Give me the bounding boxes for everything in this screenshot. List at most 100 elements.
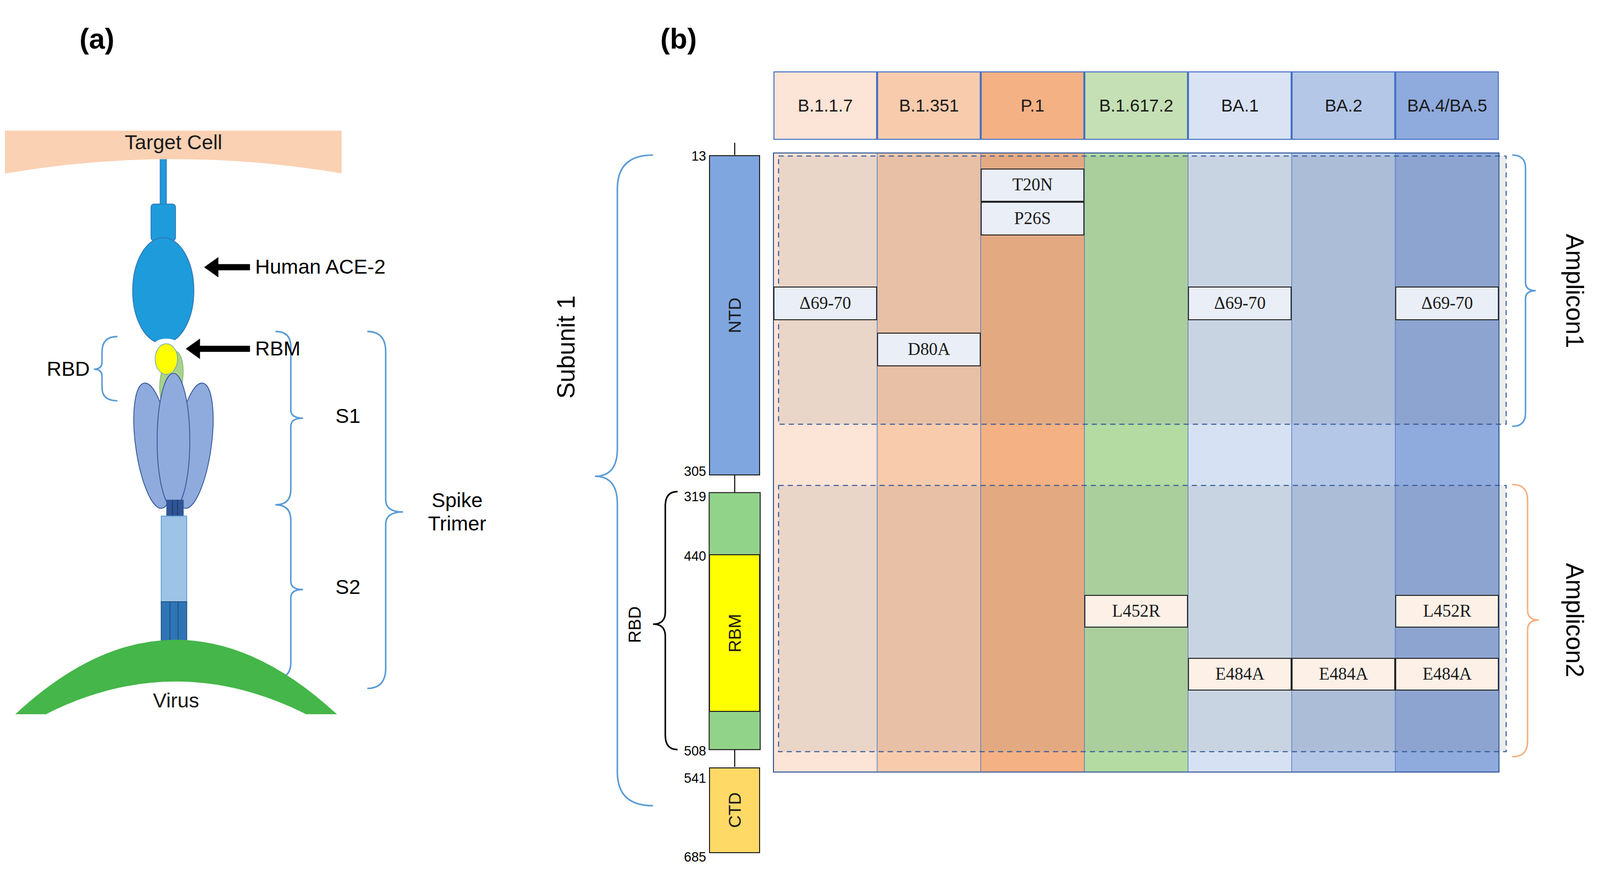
part-label: RBD [46,357,90,381]
variant-header: B.1.617.2 [1084,71,1188,140]
region-label-holder: RBD [624,606,645,644]
part-label: S2 [335,576,361,600]
part-label-holder: S1 [335,404,361,428]
panel-letter: (b) [660,22,698,56]
node-text: CTD [724,792,745,829]
mutation-box: D80A [877,332,981,367]
panel-letter: (a) [79,22,115,56]
node-text: B.1.1.7 [797,95,853,116]
residue-number: 508 [684,743,707,759]
node-text: BA.4/BA.5 [1407,95,1487,116]
bracket [1512,155,1536,427]
variant-header: B.1.351 [877,71,981,140]
part-label: S1 [335,404,361,428]
target-cell-membrane-shape [4,130,342,174]
ace2-receptor [132,153,194,345]
target-cell-membrane: Target Cell [4,122,342,179]
amplicon-label-holder: Amplicon1 [1560,233,1589,349]
bracket [1512,484,1540,757]
variant-header: BA.1 [1187,71,1292,140]
virus-envelope-shape [15,639,337,714]
amplicon-label: Amplicon2 [1560,563,1589,678]
amplicon-label: Amplicon1 [1560,233,1589,349]
residue-number-holder: 508 [684,743,707,759]
part-label-holder: Spike Trimer [410,488,504,536]
part-label: Human ACE-2 [255,255,386,280]
mutation-box: T20N [980,168,1085,203]
part-label-holder: RBD [46,357,90,381]
node-text: L452R [1422,601,1472,622]
bracket [652,491,678,750]
part-label-holder: S2 [335,576,361,600]
node-text: P.1 [1020,95,1045,116]
amplicon-label-holder: Amplicon2 [1560,563,1589,678]
residue-number-holder: 13 [691,148,707,165]
variant-header: BA.2 [1291,71,1396,140]
pointer-arrow [185,338,251,359]
mutation-box: E484A [1187,657,1292,691]
node-text: D80A [907,339,950,360]
node-text: T20N [1012,175,1054,195]
node-text: Δ69-70 [1214,293,1266,314]
domain-box: CTD [709,767,761,854]
residue-number-holder: 440 [684,548,707,564]
node-text: L452R [1112,601,1161,622]
node-text: RBM [724,613,745,653]
amplicon-region [778,156,1506,752]
node-text: BA.1 [1221,95,1259,116]
residue-number-holder: 541 [684,770,707,787]
residue-number-holder: 685 [684,849,707,865]
variant-header: B.1.1.7 [773,71,878,140]
mutation-box: L452R [1395,594,1499,628]
node-text: Δ69-70 [1421,293,1474,314]
mutation-box: Δ69-70 [773,286,878,321]
spike-trimer [126,338,220,676]
node-text: Target Cell [124,130,223,155]
node-text: NTD [724,297,745,334]
node-text: E484A [1318,664,1368,685]
node-text: Δ69-70 [799,293,851,314]
pointer-arrow [204,256,251,278]
part-label-holder: Human ACE-2 [255,255,386,280]
domain-box: RBM [709,554,761,713]
residue-number-holder: 305 [684,463,707,479]
node-text: E484A [1215,664,1265,685]
mutation-box: L452R [1084,594,1188,628]
residue-number: 319 [684,489,707,505]
residue-number: 13 [691,148,707,165]
mutation-box: E484A [1291,657,1396,691]
bracket [594,155,653,807]
residue-number-holder: 319 [684,489,707,505]
region-label: RBD [624,606,645,644]
residue-number: 305 [684,463,707,479]
region-label: Subunit 1 [552,295,581,399]
mutation-box: P26S [980,201,1085,236]
part-label: Spike Trimer [410,488,504,536]
region-label-holder: Subunit 1 [552,295,581,399]
residue-number: 440 [684,548,707,564]
node-text: E484A [1422,664,1472,685]
virus-envelope: Virus [15,632,337,720]
node-text: Virus [152,689,199,713]
mutation-box: E484A [1395,657,1499,691]
panel-letter-holder: (a) [79,22,115,56]
node-text: BA.2 [1324,95,1363,116]
residue-number: 541 [684,770,707,787]
variant-header: P.1 [980,71,1085,140]
node-text: B.1.351 [898,95,959,116]
node-text: P26S [1014,208,1052,229]
mutation-box: Δ69-70 [1395,286,1499,321]
node-text: B.1.617.2 [1099,95,1174,116]
panel-letter-holder: (b) [660,22,698,56]
variant-header: BA.4/BA.5 [1395,71,1499,140]
part-label-holder: RBM [255,337,301,361]
residue-number: 685 [684,849,707,865]
domain-bar [709,142,761,768]
part-label: RBM [255,337,301,361]
mutation-box: Δ69-70 [1187,286,1292,321]
brackets [93,331,404,689]
domain-box: NTD [709,155,761,476]
